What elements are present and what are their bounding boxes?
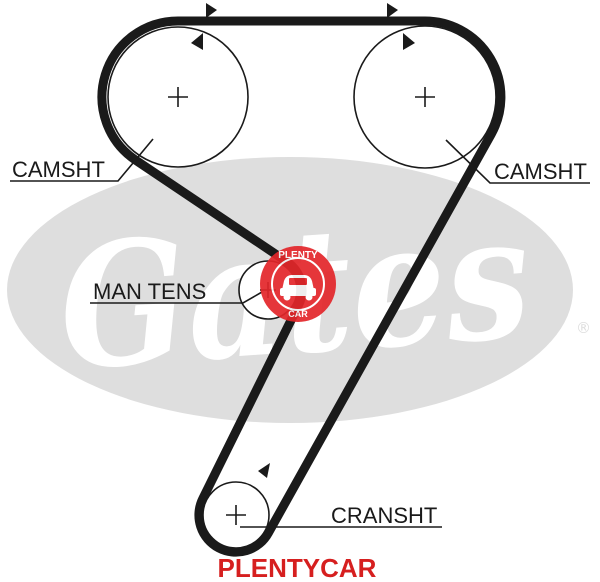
plus-icon [168,87,188,107]
registered-mark: ® [576,319,591,337]
timing-belt [97,16,506,557]
logo-bottom-text: CAR [288,309,308,319]
logo-inner-ring [271,257,325,311]
triangle-arrow-icon [387,3,398,18]
plus-icon [415,87,435,107]
footer-brand: PLENTYCAR [218,553,377,582]
logo-top-text: PLENTY [278,250,318,261]
plentycar-watermark-logo: PLENTY CAR [260,246,336,322]
triangle-arrow-icon [206,3,217,18]
right-camshaft-label: CAMSHT [494,159,587,184]
tensioner-leader [90,291,263,304]
crankshaft-label: CRANSHT [331,503,437,528]
car-icon [280,275,316,301]
triangle-arrow-icon [191,33,203,50]
tensioner-label: MAN TENS [93,279,206,304]
left-camshaft-label: CAMSHT [12,157,105,182]
triangle-arrow-icon [403,33,415,50]
right-camshaft-leader [445,139,590,184]
plus-icon [226,505,246,525]
left-camshaft-leader [10,138,154,182]
triangle-arrow-icon [258,463,270,478]
